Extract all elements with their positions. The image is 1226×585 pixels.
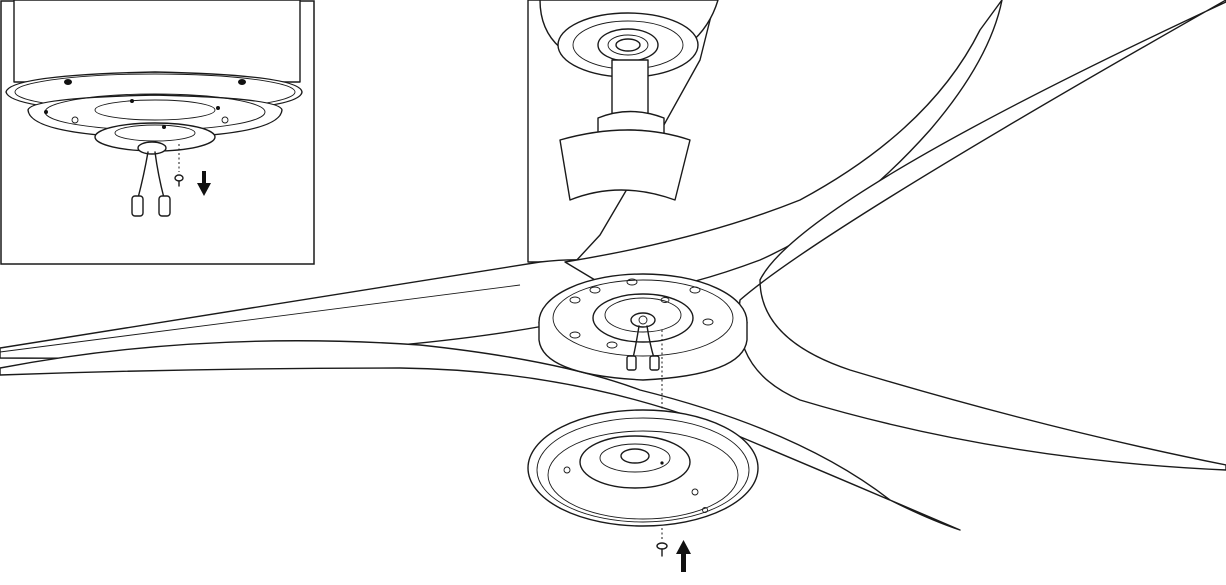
- light-kit-cover: [527, 409, 759, 527]
- motor-housing: [527, 0, 719, 263]
- fan-blade-right: [738, 0, 1226, 471]
- inset-detail: [0, 0, 315, 265]
- fan-blade-bottom: [0, 340, 961, 531]
- inset-arrow-down-icon: [197, 171, 211, 196]
- switch-housing-plate: [538, 273, 748, 381]
- install-arrow-up-icon: [676, 540, 691, 572]
- screw-icon: [656, 542, 668, 557]
- wire-connectors: [626, 325, 660, 371]
- fan-blade-top: [564, 0, 1003, 296]
